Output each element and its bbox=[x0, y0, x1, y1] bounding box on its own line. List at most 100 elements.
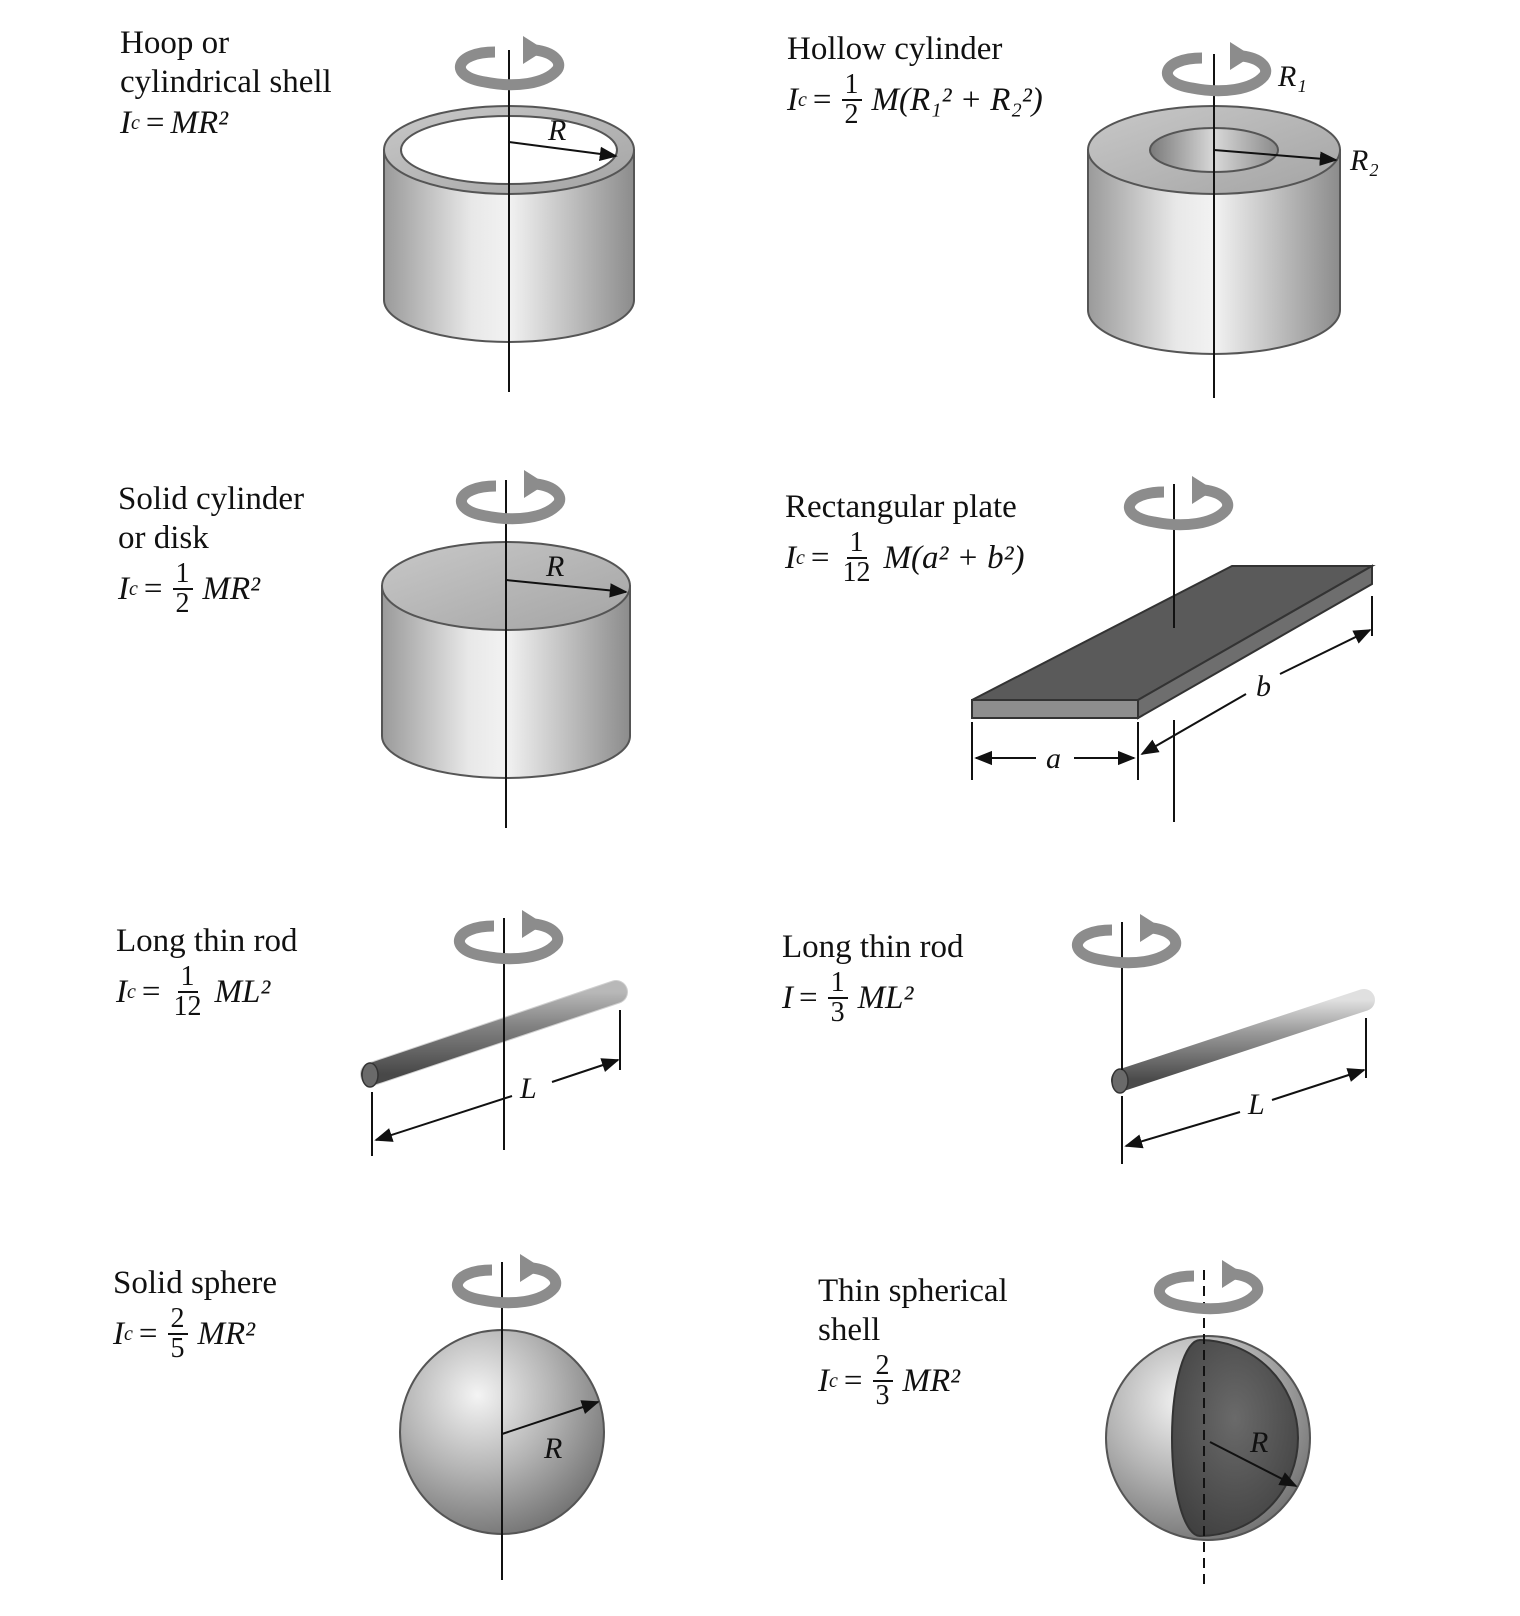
fraction-denominator: 2 bbox=[175, 588, 190, 619]
formula-rhs: MR² bbox=[197, 1315, 256, 1352]
formula-lhs: I bbox=[120, 105, 131, 141]
formula-eq: = bbox=[143, 570, 163, 607]
formula-eq: = bbox=[843, 1362, 863, 1399]
fraction-denominator: 5 bbox=[170, 1333, 185, 1364]
formula-sub: c bbox=[829, 1369, 838, 1392]
formula-lhs: I bbox=[787, 81, 798, 118]
rectangular-plate-name-line-1: Rectangular plate bbox=[785, 489, 1017, 525]
rotation-arrow-icon bbox=[459, 910, 557, 959]
formula-sub: c bbox=[129, 577, 138, 600]
hollow-cylinder-figure: R₁ R₂ bbox=[1087, 42, 1379, 398]
rod-center-figure: L bbox=[360, 910, 628, 1156]
rectangular-plate-figure: a b bbox=[971, 476, 1376, 822]
formula-rhs: MR² bbox=[170, 105, 229, 141]
formula-lhs: I bbox=[782, 979, 793, 1016]
formula-rhs: M(R₁² + R₂²) bbox=[871, 81, 1043, 118]
hollow-cylinder-name-line-1: Hollow cylinder bbox=[787, 31, 1003, 67]
formula-eq: = bbox=[810, 539, 830, 576]
rod-center-name-line-1: Long thin rod bbox=[116, 923, 298, 959]
formula-eq: = bbox=[138, 1315, 158, 1352]
formula-sub: c bbox=[124, 1322, 133, 1345]
rotation-arrow-icon bbox=[1129, 476, 1227, 525]
rod-center-length-label: L bbox=[519, 1072, 537, 1105]
fraction-denominator: 12 bbox=[173, 991, 202, 1022]
spherical-shell-name-line-2: shell bbox=[818, 1312, 881, 1348]
solid-cylinder-radius-label: R bbox=[545, 550, 564, 583]
rotation-arrow-icon bbox=[461, 470, 559, 519]
fraction-numerator: 1 bbox=[172, 560, 193, 590]
spherical-shell-figure: R bbox=[1105, 1260, 1311, 1590]
formula-lhs: I bbox=[818, 1362, 829, 1399]
formula-rhs: M(a² + b²) bbox=[883, 539, 1025, 576]
solid-sphere-radius-label: R bbox=[543, 1432, 562, 1465]
hoop-name-line-1: Hoop or bbox=[120, 25, 230, 61]
fraction-denominator: 2 bbox=[844, 99, 859, 130]
rotation-arrow-icon bbox=[1077, 914, 1175, 963]
solid-cylinder-name-line-2: or disk bbox=[118, 520, 209, 556]
rod-end-figure: L bbox=[1077, 914, 1375, 1164]
fraction-denominator: 3 bbox=[830, 997, 845, 1028]
hoop-name-line-2: cylindrical shell bbox=[120, 64, 332, 100]
formula-eq: = bbox=[145, 105, 165, 141]
fraction-denominator: 12 bbox=[842, 557, 871, 588]
solid-sphere-name-line-1: Solid sphere bbox=[113, 1265, 278, 1301]
solid-cylinder-name-line-1: Solid cylinder bbox=[118, 481, 305, 517]
hollow-inner-radius-label: R₁ bbox=[1277, 60, 1307, 93]
hoop-figure: R bbox=[383, 36, 635, 392]
fraction-numerator: 2 bbox=[167, 1305, 188, 1335]
rotation-arrow-icon bbox=[1159, 1260, 1257, 1309]
fraction-numerator: 1 bbox=[846, 529, 867, 559]
shell-radius-label: R bbox=[1249, 1426, 1268, 1459]
formula-sub: c bbox=[131, 112, 140, 134]
formula-sub: c bbox=[798, 88, 807, 111]
formula-eq: = bbox=[812, 81, 832, 118]
rod-end-length-label: L bbox=[1247, 1088, 1265, 1121]
fraction-numerator: 1 bbox=[841, 71, 862, 101]
formula-sub: c bbox=[796, 546, 805, 569]
rotation-arrow-icon bbox=[1167, 42, 1265, 91]
solid-sphere-figure: R bbox=[399, 1254, 605, 1580]
solid-cylinder-figure: R bbox=[381, 470, 631, 828]
formula-lhs: I bbox=[118, 570, 129, 607]
hoop-radius-label: R bbox=[547, 114, 566, 147]
formula-lhs: I bbox=[785, 539, 796, 576]
fraction-denominator: 3 bbox=[875, 1380, 890, 1411]
fraction-numerator: 1 bbox=[177, 963, 198, 993]
formula-rhs: ML² bbox=[857, 979, 914, 1016]
formula-rhs: MR² bbox=[902, 1362, 961, 1399]
rotation-arrow-icon bbox=[457, 1254, 555, 1303]
formula-lhs: I bbox=[113, 1315, 124, 1352]
plate-length-label: b bbox=[1256, 670, 1271, 703]
formula-eq: = bbox=[141, 973, 161, 1010]
plate-width-label: a bbox=[1046, 742, 1061, 775]
rod-end-name-line-1: Long thin rod bbox=[782, 929, 964, 965]
fraction-numerator: 1 bbox=[827, 969, 848, 999]
formula-rhs: ML² bbox=[214, 973, 271, 1010]
formula-rhs: MR² bbox=[202, 570, 261, 607]
formula-lhs: I bbox=[116, 973, 127, 1010]
